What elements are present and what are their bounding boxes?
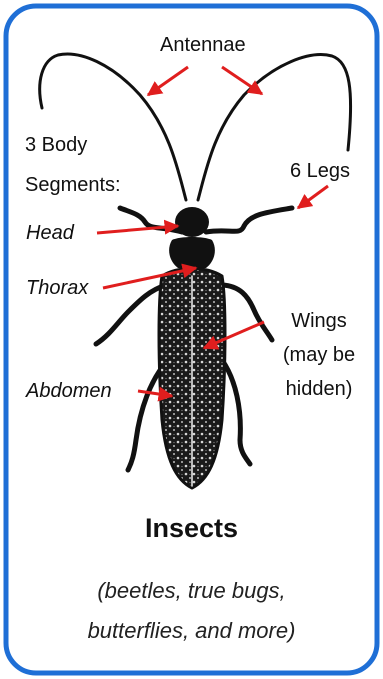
card-subtitle-2: butterflies, and more) <box>0 618 383 644</box>
card-subtitle-1: (beetles, true bugs, <box>0 578 383 604</box>
label-antennae: Antennae <box>160 34 246 57</box>
label-body-segments-1: 3 Body <box>25 134 87 157</box>
beetle-head <box>175 207 209 237</box>
label-body-segments-2: Segments: <box>25 174 121 197</box>
label-head: Head <box>26 222 74 245</box>
label-abdomen: Abdomen <box>26 380 112 403</box>
label-legs: 6 Legs <box>290 160 350 183</box>
beetle-thorax <box>169 237 215 268</box>
label-wings-3: hidden) <box>264 378 374 401</box>
label-thorax: Thorax <box>26 277 88 300</box>
label-wings-1: Wings <box>264 310 374 333</box>
card-title: Insects <box>0 513 383 544</box>
label-wings-2: (may be <box>264 344 374 367</box>
